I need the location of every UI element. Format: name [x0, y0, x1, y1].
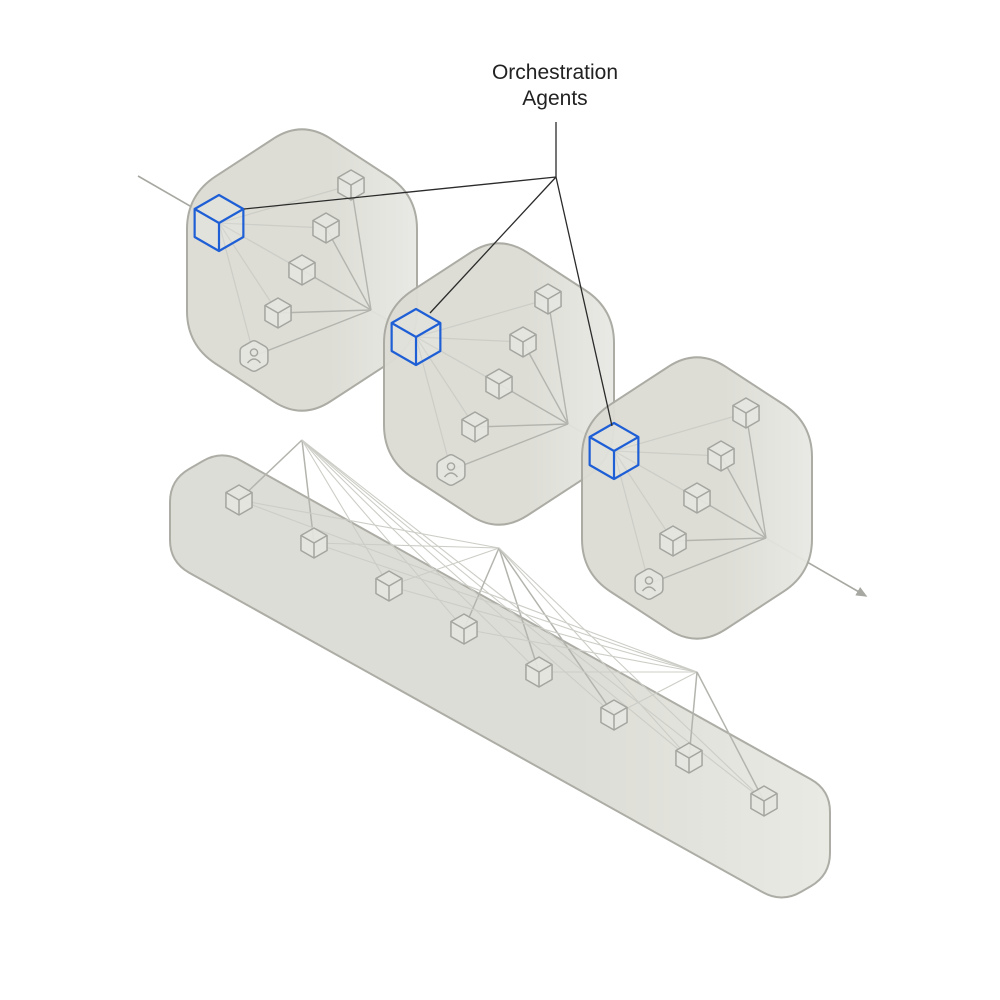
cluster-edge: [613, 450, 674, 542]
tray-edge: [301, 439, 540, 673]
tray-edge: [388, 547, 500, 587]
orchestrator-cube-icon: [588, 421, 640, 481]
callout-pointer-1: [243, 176, 557, 210]
agent-cube-icon-3: [683, 482, 711, 514]
cluster-edge: [450, 423, 569, 471]
tray-edge: [301, 439, 390, 587]
tray-edge: [498, 547, 765, 802]
cluster-edge: [415, 336, 500, 385]
cluster-edge: [325, 227, 372, 311]
tool-cube-icon-7: [675, 742, 703, 774]
tray-edge: [498, 547, 615, 716]
cluster-edge: [218, 222, 279, 314]
user-hexagon-icon: [634, 568, 664, 600]
callout-lines: [243, 122, 613, 427]
agent-cube-icon-2: [707, 440, 735, 472]
tray-edge: [301, 439, 465, 630]
tray-edge: [301, 439, 615, 716]
tool-cube-icon-2: [300, 527, 328, 559]
tool-cube-icon-4: [450, 613, 478, 645]
cluster-edge: [218, 222, 303, 271]
agent-cube-icon-4: [659, 525, 687, 557]
agent-cube-icon-1: [732, 397, 760, 429]
tray-edge: [313, 542, 698, 673]
cluster-edge: [613, 450, 698, 499]
tray-edge: [301, 439, 690, 759]
tray-edge: [696, 671, 765, 802]
cluster-edge: [672, 537, 767, 542]
cluster-edges: [218, 184, 372, 357]
agent-cube-icon-3: [288, 254, 316, 286]
tray-edge: [498, 547, 540, 673]
user-hexagon-icon: [239, 340, 269, 372]
cluster-edge: [415, 336, 476, 428]
agent-cube-icon-4: [264, 297, 292, 329]
tray-edge: [463, 628, 698, 673]
tray-edge: [301, 439, 765, 802]
cluster-edge: [522, 341, 569, 425]
orchestrator-cube-icon: [193, 193, 245, 253]
tray-edge: [238, 499, 500, 549]
tray-edge: [388, 585, 698, 673]
cluster-edge: [350, 184, 372, 311]
agent-cube-icon-4: [461, 411, 489, 443]
agent-cube-icon-1: [337, 169, 365, 201]
orchestrator-cube-icon: [390, 307, 442, 367]
tool-cube-icon-5: [525, 656, 553, 688]
tool-cube-icon-6: [600, 699, 628, 731]
tray-edge: [613, 671, 698, 716]
callout-label: Orchestration Agents: [440, 60, 670, 112]
tray-edge: [313, 542, 500, 549]
cluster-edge: [415, 336, 452, 471]
cluster-edges: [415, 298, 569, 471]
tray-edge: [301, 439, 315, 544]
cluster-edge: [720, 455, 767, 539]
cluster-edge: [218, 222, 255, 357]
tool-cube-icon-1: [225, 484, 253, 516]
cluster-edge: [415, 336, 524, 343]
tool-tray: [169, 439, 831, 899]
agent-cube-icon-1: [534, 283, 562, 315]
cluster-edge: [474, 423, 569, 428]
tool-tray-panel: [169, 454, 831, 899]
cluster-edge: [218, 222, 327, 229]
agent-cube-icon-3: [485, 368, 513, 400]
cluster-2: [383, 242, 615, 526]
user-hexagon-icon: [436, 454, 466, 486]
cluster-1: [186, 128, 418, 412]
cluster-edge: [648, 537, 767, 585]
callout-pointer-3: [555, 176, 613, 427]
callout-label-line-1: Orchestration: [491, 61, 619, 84]
agent-cube-icon-2: [312, 212, 340, 244]
cluster-edge: [218, 184, 352, 224]
tray-connections: [238, 439, 765, 802]
tray-edge: [238, 439, 303, 501]
callout-pointer-2: [429, 176, 557, 314]
tray-edge: [463, 547, 500, 630]
agent-cube-icon-2: [509, 326, 537, 358]
tool-cube-icon-8: [750, 785, 778, 817]
cluster-3: [581, 356, 813, 640]
cluster-edge: [613, 412, 747, 452]
cluster-edge: [613, 450, 650, 585]
cluster-edge: [277, 309, 372, 314]
callout-label-line-2: Agents: [522, 87, 588, 110]
cluster-edge: [613, 450, 722, 457]
tool-cube-icon-3: [375, 570, 403, 602]
cluster-edge: [745, 412, 767, 539]
cluster-edge: [415, 298, 549, 338]
cluster-edge: [253, 309, 372, 357]
cluster-edge: [547, 298, 569, 425]
